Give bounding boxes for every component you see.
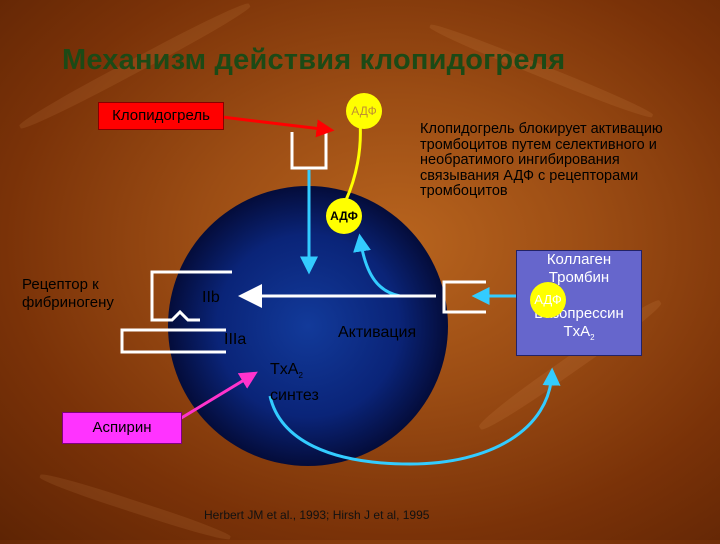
reference-citation: Herbert JM et al., 1993; Hirsh J et al, … [204, 508, 430, 522]
clopidogrel-box: Клопидогрель [98, 102, 224, 130]
platelet-cell [168, 186, 448, 466]
iib-label: IIb [202, 289, 220, 306]
aspirin-box: Аспирин [62, 412, 182, 444]
mechanism-description: Клопидогрель блокирует активацию тромбоц… [420, 121, 663, 199]
adp-molecule-top: АДФ [346, 93, 382, 129]
fibrinogen-receptor-label: Рецептор к фибриногену [22, 276, 114, 311]
agonist-collagen: Коллаген [546, 251, 612, 268]
agonist-box: Коллаген Тромбин Вазопрессин TxA2 [516, 250, 642, 356]
agonist-thrombin: Тромбин [548, 269, 610, 286]
aspirin-arrow [177, 371, 258, 422]
adp-yellow-curve [344, 121, 362, 201]
txa2-subscript: 2 [298, 371, 303, 381]
agonist-receptor [442, 280, 486, 314]
agonist-txa2-name: TxA [563, 323, 591, 340]
txa2-name: TxA [270, 361, 299, 378]
slide-title: Механизм действия клопидогреля [62, 44, 566, 76]
activation-label: Активация [338, 324, 417, 341]
adp-receptor-top [290, 132, 328, 170]
clopidogrel-arrow [221, 115, 335, 138]
iiia-label: IIIa [224, 331, 247, 348]
adp-molecule-middle: АДФ [326, 198, 362, 234]
txa2-synthesis-word: синтез [270, 387, 319, 405]
agonist-txa2-subscript: 2 [590, 333, 595, 342]
txa2-synthesis-label: TxA2 синтез [270, 360, 319, 406]
agonist-txa2: TxA2 [517, 323, 641, 347]
txa2-loop-arrow [268, 367, 561, 466]
adp-molecule-right: АДФ [530, 282, 566, 318]
fibrinogen-receptor [120, 270, 232, 354]
